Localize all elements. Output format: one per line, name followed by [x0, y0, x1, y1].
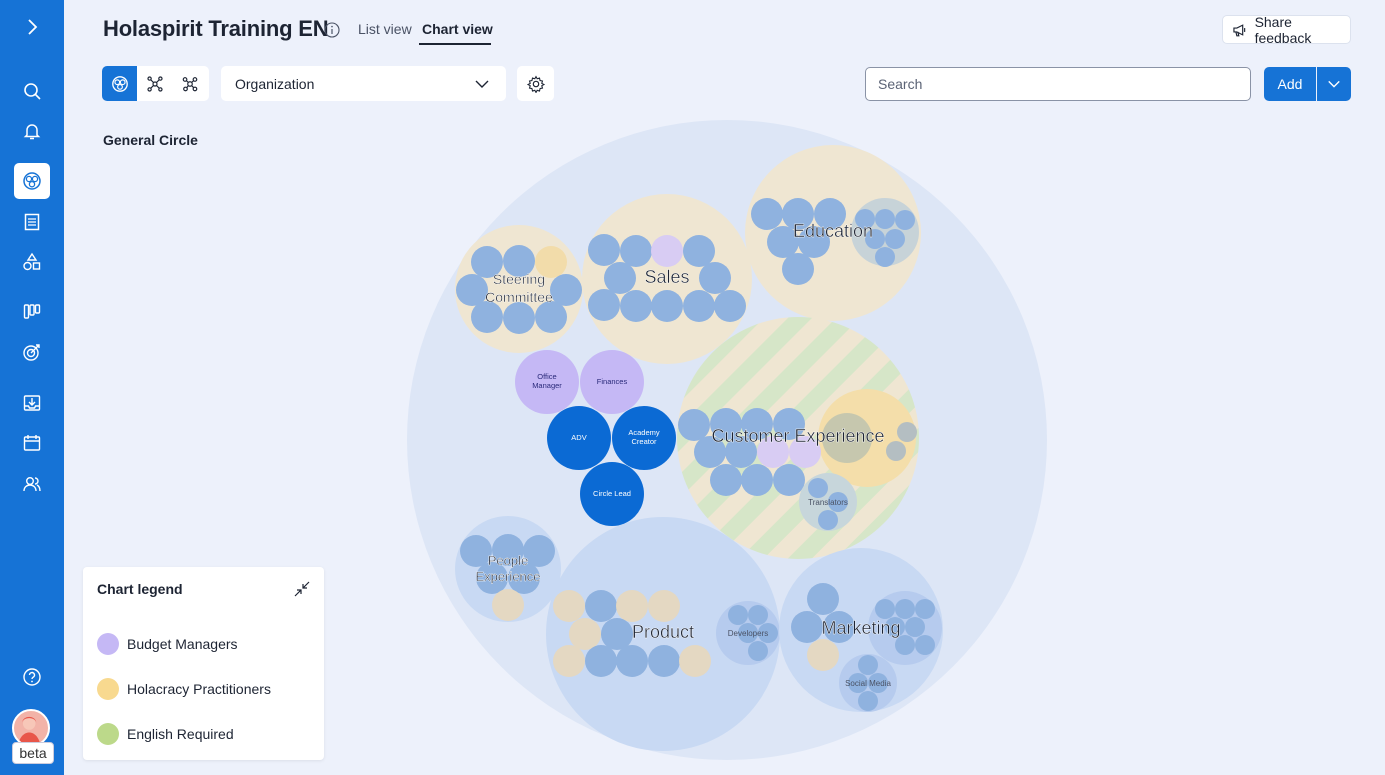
legend-label: Budget Managers	[127, 636, 238, 652]
role-office-manager[interactable]: Office Manager	[515, 350, 579, 414]
tab-chart-view[interactable]: Chart view	[422, 21, 493, 37]
role-adv[interactable]: ADV	[547, 406, 611, 470]
circle-product[interactable]: Developers Product	[546, 517, 780, 751]
label-sales: Sales	[644, 267, 689, 287]
legend-item-english-required: English Required	[97, 723, 234, 745]
shapes-icon[interactable]	[14, 244, 50, 280]
avatar[interactable]	[12, 709, 50, 747]
circle-pack-icon[interactable]	[102, 66, 137, 101]
svg-text:Manager: Manager	[532, 381, 562, 390]
legend-item-budget-managers: Budget Managers	[97, 633, 238, 655]
label-steering-committee-1: Steering	[493, 271, 545, 287]
legend-item-holacracy-practitioners: Holacracy Practitioners	[97, 678, 271, 700]
label-marketing: Marketing	[821, 618, 900, 638]
legend-label: English Required	[127, 726, 234, 742]
label-translators: Translators	[808, 498, 848, 507]
circle-sales[interactable]: Sales	[582, 194, 752, 364]
collapse-icon[interactable]	[293, 580, 311, 598]
settings-button[interactable]	[517, 66, 554, 101]
role-academy-creator[interactable]: Academy Creator	[612, 406, 676, 470]
bell-icon[interactable]	[14, 113, 50, 149]
tab-list-view[interactable]: List view	[358, 21, 412, 37]
circle-steering-committee[interactable]: Steering Committee	[455, 225, 583, 353]
legend-dot	[97, 723, 119, 745]
breadcrumb-general-circle[interactable]: General Circle	[103, 132, 198, 148]
share-feedback-label: Share feedback	[1254, 13, 1312, 46]
gear-icon	[526, 74, 545, 93]
circle-education[interactable]: Education	[745, 145, 921, 321]
megaphone-icon	[1233, 23, 1246, 36]
label-customer-experience: Customer Experience	[711, 426, 884, 446]
chevron-down-icon	[1328, 80, 1340, 88]
chevron-right-icon[interactable]	[14, 9, 50, 45]
label-steering-committee-2: Committee	[485, 289, 553, 305]
label-social-media: Social Media	[845, 679, 891, 688]
add-dropdown-button[interactable]	[1317, 67, 1351, 101]
svg-text:Office: Office	[537, 372, 556, 381]
label-education: Education	[793, 221, 873, 241]
target-icon[interactable]	[14, 334, 50, 370]
chart-icon[interactable]	[14, 163, 50, 199]
svg-text:Creator: Creator	[631, 437, 657, 446]
svg-text:ADV: ADV	[571, 433, 586, 442]
add-button[interactable]: Add	[1264, 67, 1316, 101]
organization-select-value: Organization	[235, 75, 315, 92]
svg-text:People: People	[488, 553, 528, 568]
circle-marketing[interactable]: Social Media Marketing	[779, 548, 943, 712]
molecule-icon[interactable]	[172, 66, 207, 101]
search-icon[interactable]	[14, 73, 50, 109]
label-developers: Developers	[728, 629, 768, 638]
legend-label: Holacracy Practitioners	[127, 681, 271, 697]
legend-dot	[97, 633, 119, 655]
circle-people-experience[interactable]: People Experience	[455, 516, 561, 622]
page-title: Holaspirit Training EN	[103, 16, 329, 41]
svg-text:Academy: Academy	[628, 428, 660, 437]
svg-text:Experience: Experience	[475, 569, 540, 584]
calendar-icon[interactable]	[14, 425, 50, 461]
label-product: Product	[632, 622, 694, 642]
view-mode-group	[102, 66, 209, 101]
search-input[interactable]	[865, 67, 1251, 101]
help-icon[interactable]	[14, 659, 50, 695]
legend-title: Chart legend	[97, 581, 183, 597]
sidebar: beta	[0, 0, 64, 775]
share-feedback-button[interactable]: Share feedback	[1222, 13, 1351, 46]
chevron-down-icon	[475, 80, 489, 88]
svg-text:Circle Lead: Circle Lead	[593, 489, 631, 498]
active-tab-indicator	[419, 43, 491, 45]
organization-select[interactable]: Organization	[221, 66, 506, 101]
chart-legend: Chart legend Budget Managers Holacracy P…	[83, 567, 324, 760]
people-icon[interactable]	[14, 466, 50, 502]
inbox-icon[interactable]	[14, 385, 50, 421]
network-icon[interactable]	[137, 66, 172, 101]
document-icon[interactable]	[14, 204, 50, 240]
role-finances[interactable]: Finances	[580, 350, 644, 414]
svg-text:Finances: Finances	[597, 377, 628, 386]
circle-customer-experience[interactable]: Translators Customer Experience	[677, 317, 919, 559]
info-icon[interactable]	[324, 22, 340, 38]
role-circle-lead[interactable]: Circle Lead	[580, 462, 644, 526]
beta-badge: beta	[12, 742, 54, 764]
board-icon[interactable]	[14, 294, 50, 330]
legend-dot	[97, 678, 119, 700]
